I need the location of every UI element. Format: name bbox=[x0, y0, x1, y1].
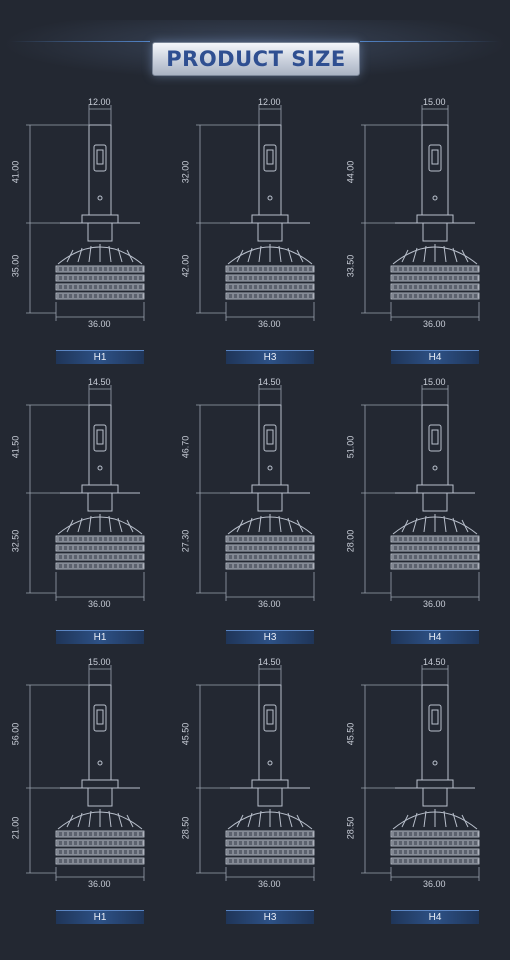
upper-height-label: 56.00 bbox=[10, 722, 21, 746]
model-tag: H3 bbox=[226, 350, 314, 364]
base-width-label: 36.00 bbox=[88, 879, 111, 889]
base-width-label: 36.00 bbox=[423, 599, 446, 609]
top-dimension-label: 14.50 bbox=[258, 657, 281, 667]
title-line-right bbox=[360, 41, 500, 42]
lower-height-label: 27.30 bbox=[180, 529, 191, 552]
bulb-drawing bbox=[196, 665, 315, 881]
bulb-drawing bbox=[26, 665, 145, 881]
upper-height-label: 46.70 bbox=[180, 435, 191, 458]
upper-height-label: 45.50 bbox=[345, 722, 356, 746]
top-dimension-label: 14.50 bbox=[88, 377, 111, 387]
bulb-drawing bbox=[26, 105, 145, 321]
upper-height-label: 41.50 bbox=[10, 435, 21, 458]
top-dimension-label: 14.50 bbox=[258, 377, 281, 387]
bulb-drawing bbox=[361, 665, 480, 881]
upper-height-label: 44.00 bbox=[345, 160, 356, 183]
bulb-drawing bbox=[361, 105, 480, 321]
top-dimension-label: 14.50 bbox=[423, 657, 446, 667]
model-tag: H1 bbox=[56, 630, 144, 644]
lower-height-label: 21.00 bbox=[10, 816, 21, 840]
base-width-label: 36.00 bbox=[258, 319, 281, 329]
title-banner: PRODUCT SIZE bbox=[152, 42, 360, 76]
upper-height-label: 41.00 bbox=[10, 160, 21, 183]
top-dimension-label: 15.00 bbox=[88, 657, 111, 667]
bulb-drawing bbox=[26, 385, 145, 601]
upper-height-label: 32.00 bbox=[180, 160, 191, 183]
page-title: PRODUCT SIZE bbox=[166, 47, 346, 71]
model-tag: H4 bbox=[391, 630, 479, 644]
top-dimension-label: 12.00 bbox=[88, 97, 111, 107]
bulb-drawing bbox=[196, 385, 315, 601]
base-width-label: 36.00 bbox=[88, 599, 111, 609]
lower-height-label: 28.00 bbox=[345, 529, 356, 552]
lower-height-label: 28.50 bbox=[180, 816, 191, 840]
base-width-label: 36.00 bbox=[258, 599, 281, 609]
bulb-drawing bbox=[361, 385, 480, 601]
base-width-label: 36.00 bbox=[423, 879, 446, 889]
model-tag: H1 bbox=[56, 910, 144, 924]
upper-height-label: 45.50 bbox=[180, 722, 191, 746]
top-dimension-label: 12.00 bbox=[258, 97, 281, 107]
model-tag: H3 bbox=[226, 910, 314, 924]
upper-height-label: 51.00 bbox=[345, 435, 356, 458]
model-tag: H3 bbox=[226, 630, 314, 644]
base-width-label: 36.00 bbox=[88, 319, 111, 329]
lower-height-label: 28.50 bbox=[345, 816, 356, 840]
bulb-drawing bbox=[196, 105, 315, 321]
lower-height-label: 35.00 bbox=[10, 254, 21, 277]
model-tag: H4 bbox=[391, 350, 479, 364]
top-dimension-label: 15.00 bbox=[423, 377, 446, 387]
model-tag: H1 bbox=[56, 350, 144, 364]
lower-height-label: 42.00 bbox=[180, 254, 191, 277]
lower-height-label: 33.50 bbox=[345, 254, 356, 277]
top-dimension-label: 15.00 bbox=[423, 97, 446, 107]
title-line-left bbox=[10, 41, 150, 42]
base-width-label: 36.00 bbox=[258, 879, 281, 889]
model-tag: H4 bbox=[391, 910, 479, 924]
lower-height-label: 32.50 bbox=[10, 529, 21, 552]
base-width-label: 36.00 bbox=[423, 319, 446, 329]
